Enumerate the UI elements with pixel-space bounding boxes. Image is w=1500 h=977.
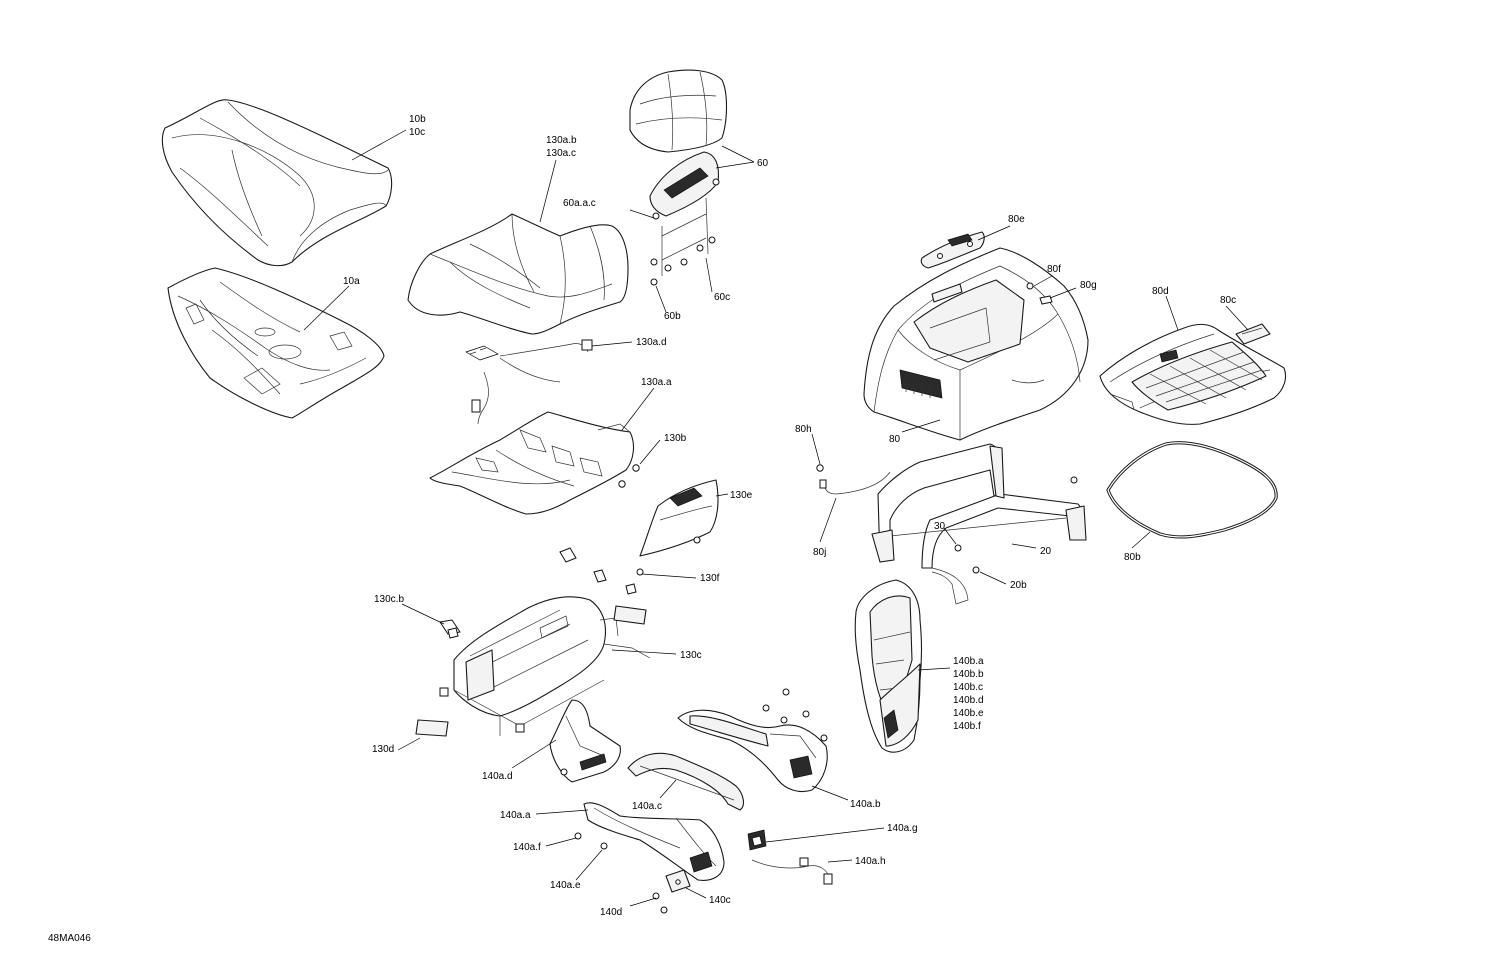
callout-140b-a: 140b.a	[953, 656, 984, 667]
seat-pan-130a-a	[429, 411, 635, 515]
callout-130e: 130e	[730, 490, 753, 501]
callout-80g: 80g	[1080, 280, 1097, 291]
side-panel-140b	[854, 579, 923, 753]
callout-140b-d: 140b.d	[953, 695, 984, 706]
cover-130e	[639, 479, 719, 557]
screw-140d	[652, 892, 668, 914]
panel-140a-b	[677, 688, 828, 793]
seal-80b	[1106, 441, 1278, 539]
callout-20b: 20b	[1010, 580, 1027, 591]
callout-60a-a-c: 60a.a.c	[563, 198, 596, 209]
callout-130a-d: 130a.d	[636, 337, 667, 348]
callout-130b: 130b	[664, 433, 687, 444]
callout-130f: 130f	[700, 573, 720, 584]
callout-80h: 80h	[795, 424, 812, 435]
callout-140a-e: 140a.e	[550, 880, 581, 891]
callout-140a-b: 140a.b	[850, 799, 881, 810]
diagram-id: 48MA046	[48, 933, 91, 944]
passenger-seat-130a	[407, 213, 629, 335]
callout-80: 80	[889, 434, 901, 445]
seat-cushion-10b	[161, 99, 393, 267]
callout-130c: 130c	[680, 650, 702, 661]
panel-140a-a	[574, 802, 725, 881]
panel-140a-d	[549, 699, 621, 783]
callout-20: 20	[1040, 546, 1052, 557]
callout-140b-e: 140b.e	[953, 708, 984, 719]
callout-140b-b: 140b.b	[953, 669, 984, 680]
callout-140a-a: 140a.a	[500, 810, 531, 821]
callout-10b: 10b	[409, 114, 426, 125]
callout-130d: 130d	[372, 744, 394, 755]
fastener-130f	[559, 547, 644, 595]
callout-140a-g: 140a.g	[887, 823, 918, 834]
seat-harness-130a-d	[465, 339, 593, 425]
storage-box-80	[863, 247, 1089, 441]
callout-140d: 140d	[600, 907, 622, 918]
callout-labels: 10b 10c 10a 130a.b 130a.c 130a.d 130a.a …	[343, 114, 1236, 918]
callout-140c: 140c	[709, 895, 731, 906]
latch-plate-80e	[920, 231, 985, 269]
cable-80j	[816, 464, 891, 495]
callout-140a-d: 140a.d	[482, 771, 513, 782]
backrest-bracket-60	[649, 151, 720, 286]
screw-130b	[618, 464, 640, 488]
callout-80f: 80f	[1047, 264, 1061, 275]
leader-lines	[303, 129, 1249, 907]
callout-60b: 60b	[664, 311, 681, 322]
switch-140a-g	[747, 829, 767, 851]
callout-130a-a: 130a.a	[641, 377, 672, 388]
callout-30: 30	[934, 521, 946, 532]
callout-140a-c: 140a.c	[632, 801, 662, 812]
callout-80c: 80c	[1220, 295, 1236, 306]
screw-30-20b	[954, 544, 980, 574]
callout-60c: 60c	[714, 292, 730, 303]
callout-60: 60	[757, 158, 769, 169]
harness-140a-h	[751, 857, 833, 885]
callout-80d: 80d	[1152, 286, 1169, 297]
rack-frame-20	[871, 443, 1087, 605]
label-130d	[415, 605, 647, 737]
callout-130a-b: 130a.b	[546, 135, 577, 146]
callout-80b: 80b	[1124, 552, 1141, 563]
callout-140b-f: 140b.f	[953, 721, 981, 732]
callout-140a-h: 140a.h	[855, 856, 886, 867]
backrest-60	[629, 69, 728, 153]
callout-130a-c: 130a.c	[546, 148, 576, 159]
rail-140a-c	[627, 752, 745, 811]
callout-80e: 80e	[1008, 214, 1025, 225]
callout-140a-f: 140a.f	[513, 842, 541, 853]
callout-10a: 10a	[343, 276, 360, 287]
callout-80j: 80j	[813, 547, 826, 558]
seat-base-10a	[167, 267, 385, 419]
bolt-130c-b	[439, 619, 461, 639]
bracket-140c	[665, 869, 691, 893]
callout-140b-c: 140b.c	[953, 682, 983, 693]
latch-80c	[1235, 323, 1271, 345]
callout-10c: 10c	[409, 127, 425, 138]
hardware-80f-80g	[1026, 282, 1053, 305]
lid-80d	[1099, 323, 1287, 425]
seat-frame-130c	[439, 596, 651, 736]
callout-130c-b: 130c.b	[374, 594, 404, 605]
